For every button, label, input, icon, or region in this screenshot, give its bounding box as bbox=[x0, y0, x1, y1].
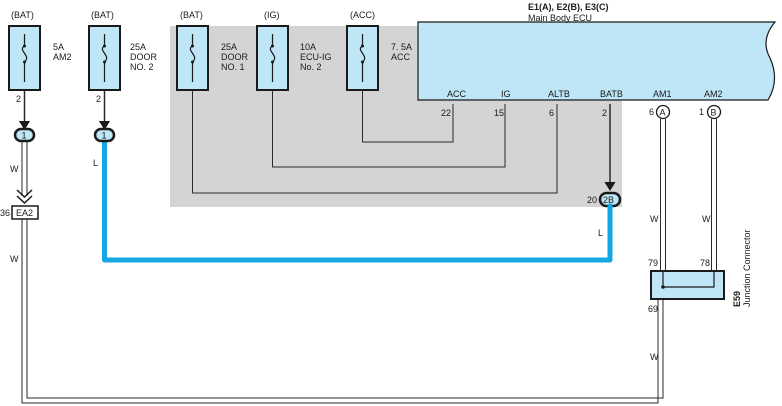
fuse-am2-source: (BAT) bbox=[11, 10, 34, 20]
fuse-am2-rating: 5A bbox=[53, 42, 64, 52]
fuse-door-no1 bbox=[176, 25, 209, 91]
connector-1-right-label: 1 bbox=[102, 131, 107, 141]
ecu-terminal-ig: IG bbox=[501, 89, 511, 99]
wire-w-label-left-top: W bbox=[10, 164, 19, 174]
ecu-pin-am2: 1 bbox=[699, 107, 704, 117]
wire-ea2-to-junction-b bbox=[26, 219, 664, 399]
connector-1-left bbox=[13, 127, 36, 143]
junction-connector-e59 bbox=[650, 270, 725, 300]
ecu-terminal-altb: ALTB bbox=[548, 89, 570, 99]
junction-pin-78: 78 bbox=[700, 258, 710, 268]
wire-ecu-ig-ig bbox=[272, 90, 506, 168]
junction-pin-69: 69 bbox=[648, 304, 658, 314]
wire-acc-acc bbox=[362, 90, 454, 143]
connector-ea2-label: EA2 bbox=[16, 208, 33, 218]
junction-internal-bus bbox=[662, 272, 715, 288]
fuse-door-no1-name1: DOOR bbox=[221, 52, 249, 62]
ecu-title: E1(A), E2(B), E3(C) bbox=[528, 2, 609, 12]
fuse-acc bbox=[346, 25, 379, 91]
fuse-acc-rating: 7. 5A bbox=[391, 42, 412, 52]
wire-w-label-junction-bottom: W bbox=[650, 352, 659, 362]
connector-ea2-chevron bbox=[16, 189, 33, 205]
ecu-subtitle: Main Body ECU bbox=[528, 13, 592, 23]
fuse-door-no2-pin: 2 bbox=[96, 94, 101, 104]
ecu-terminal-am2: AM2 bbox=[704, 89, 723, 99]
ecu-body bbox=[417, 21, 777, 101]
connector-1-left-label: 1 bbox=[22, 131, 27, 141]
connector-1-right bbox=[93, 127, 116, 143]
wire-w-label-left-bottom: W bbox=[10, 254, 19, 264]
fuse-door-no1-name2: NO. 1 bbox=[221, 62, 245, 72]
fuse-ecu-ig-no2-name2: No. 2 bbox=[300, 62, 322, 72]
ecu-pin-batb: 2 bbox=[602, 108, 607, 118]
junction-name: Junction Connector bbox=[742, 229, 752, 307]
junction-id: E59 bbox=[732, 291, 742, 307]
wire-w-label-am1: W bbox=[650, 214, 659, 224]
ecu-connector-b bbox=[706, 104, 722, 120]
fuse-ecu-ig-no2 bbox=[256, 25, 289, 91]
ecu-connector-a bbox=[655, 104, 671, 120]
connector-ea2-pin: 36 bbox=[0, 208, 10, 218]
wire-w-label-am2: W bbox=[702, 214, 711, 224]
fuse-door-no2-rating: 25A bbox=[130, 42, 146, 52]
wire-door-no2-highlight bbox=[102, 138, 613, 263]
fuse-am2-pin: 2 bbox=[16, 94, 21, 104]
ecu-pin-am1: 6 bbox=[649, 107, 654, 117]
ecu-pin-ig: 15 bbox=[494, 108, 504, 118]
fuse-am2-name: AM2 bbox=[53, 52, 72, 62]
ecu-terminal-batb: BATB bbox=[600, 89, 623, 99]
fuse-acc-name1: ACC bbox=[391, 52, 411, 62]
fuse-door-no2-source: (BAT) bbox=[91, 10, 114, 20]
fuse-door-no1-rating: 25A bbox=[221, 42, 237, 52]
ecu-pin-acc: 22 bbox=[441, 108, 451, 118]
wire-l-label-left: L bbox=[93, 158, 98, 168]
fuse-door-no2-name1: DOOR bbox=[130, 52, 158, 62]
wire-l-label-right: L bbox=[598, 228, 603, 238]
fuse-door-no2 bbox=[88, 25, 121, 91]
wire-door-no1-altb bbox=[192, 90, 558, 194]
wire-ea2-to-junction-a bbox=[21, 219, 659, 404]
fuse-ecu-ig-no2-name1: ECU-IG bbox=[300, 52, 332, 62]
ecu-connector-a-label: A bbox=[660, 108, 666, 118]
fuse-ecu-ig-no2-source: (IG) bbox=[264, 10, 280, 20]
fuse-ecu-ig-no2-rating: 10A bbox=[300, 42, 316, 52]
fuse-acc-source: (ACC) bbox=[350, 10, 375, 20]
ecu-pin-altb: 6 bbox=[549, 108, 554, 118]
ecu-terminal-am1: AM1 bbox=[653, 89, 672, 99]
connector-2b-pin: 20 bbox=[587, 195, 597, 205]
fuse-am2 bbox=[8, 25, 41, 91]
junction-pin-79: 79 bbox=[648, 258, 658, 268]
fuse-door-no2-name2: NO. 2 bbox=[130, 62, 154, 72]
connector-ea2 bbox=[11, 205, 39, 220]
fuse-door-no1-source: (BAT) bbox=[180, 10, 203, 20]
ecu-connector-b-label: B bbox=[711, 108, 717, 118]
ecu-terminal-acc: ACC bbox=[447, 89, 467, 99]
connector-2b-label: 2B bbox=[603, 195, 614, 205]
wire-batb-arrow bbox=[604, 181, 616, 191]
junction-node bbox=[661, 285, 665, 289]
